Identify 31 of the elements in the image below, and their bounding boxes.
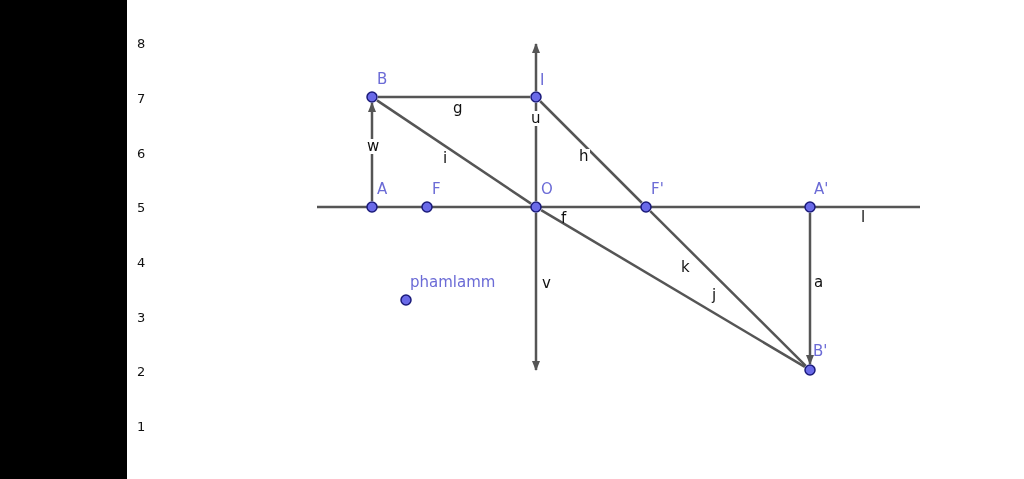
- arrow: [806, 213, 814, 365]
- edge-label: w: [366, 139, 381, 154]
- point-label: F': [651, 182, 664, 197]
- ray-line: [378, 95, 530, 99]
- point-label: O: [541, 182, 553, 197]
- ray-line: [376, 99, 532, 205]
- edge-label: u: [530, 111, 542, 126]
- line-label: f: [561, 211, 567, 226]
- point-label: A': [814, 182, 829, 197]
- point-label: B': [813, 344, 828, 359]
- arrow: [532, 43, 540, 91]
- line-label: l: [861, 210, 866, 225]
- ray-line: [649, 210, 807, 367]
- arrow: [368, 102, 376, 201]
- point-label: B: [377, 72, 388, 87]
- edge-label: k: [680, 260, 691, 275]
- edge-label: v: [541, 276, 552, 291]
- edge-label: g: [452, 101, 464, 116]
- side-bar: [0, 0, 127, 479]
- arrow: [532, 213, 540, 371]
- ray-line: [540, 209, 806, 368]
- point-label: F: [432, 182, 441, 197]
- edge-label: j: [711, 288, 718, 303]
- ray-line: [534, 103, 538, 201]
- edge-label: i: [442, 151, 449, 166]
- edge-label: h: [578, 149, 590, 164]
- edge-label: a: [813, 275, 825, 290]
- point-label: phamlamm: [410, 275, 496, 290]
- point-label: I: [540, 73, 545, 88]
- point-label: A: [377, 182, 388, 197]
- ray-line: [539, 100, 643, 204]
